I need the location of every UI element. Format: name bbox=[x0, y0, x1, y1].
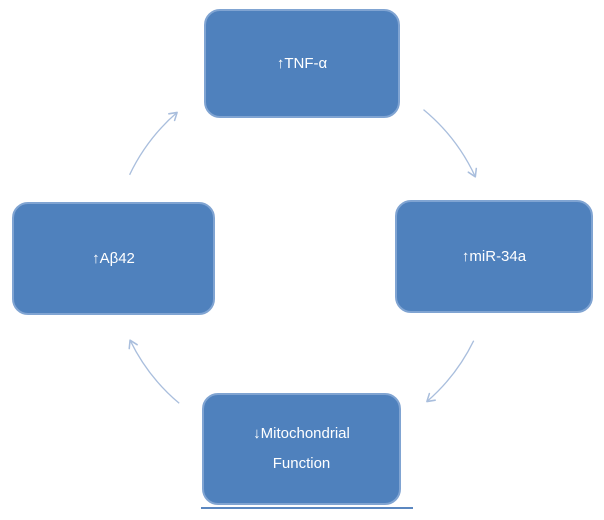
node-mitochondrial-function-label-line1: ↓Mitochondrial bbox=[253, 425, 350, 442]
arrow-bottom-to-left bbox=[128, 339, 180, 404]
node-abeta-42: ↑Aβ42 bbox=[12, 202, 215, 315]
node-mir-34a: ↑miR-34a bbox=[395, 200, 593, 313]
bottom-underline bbox=[201, 507, 413, 509]
arrow-top-to-right bbox=[423, 109, 478, 178]
node-abeta-42-label: ↑Aβ42 bbox=[92, 249, 135, 267]
node-mir-34a-label: ↑miR-34a bbox=[461, 247, 527, 265]
node-mitochondrial-function: ↓Mitochondrial Function bbox=[202, 393, 401, 505]
node-mitochondrial-function-label-line2: Function bbox=[272, 455, 331, 472]
arrow-right-to-bottom bbox=[426, 340, 475, 403]
arrow-left-to-top bbox=[129, 111, 178, 176]
node-tnf-alpha: ↑TNF-α bbox=[204, 9, 400, 118]
node-tnf-alpha-label: ↑TNF-α bbox=[276, 54, 328, 72]
